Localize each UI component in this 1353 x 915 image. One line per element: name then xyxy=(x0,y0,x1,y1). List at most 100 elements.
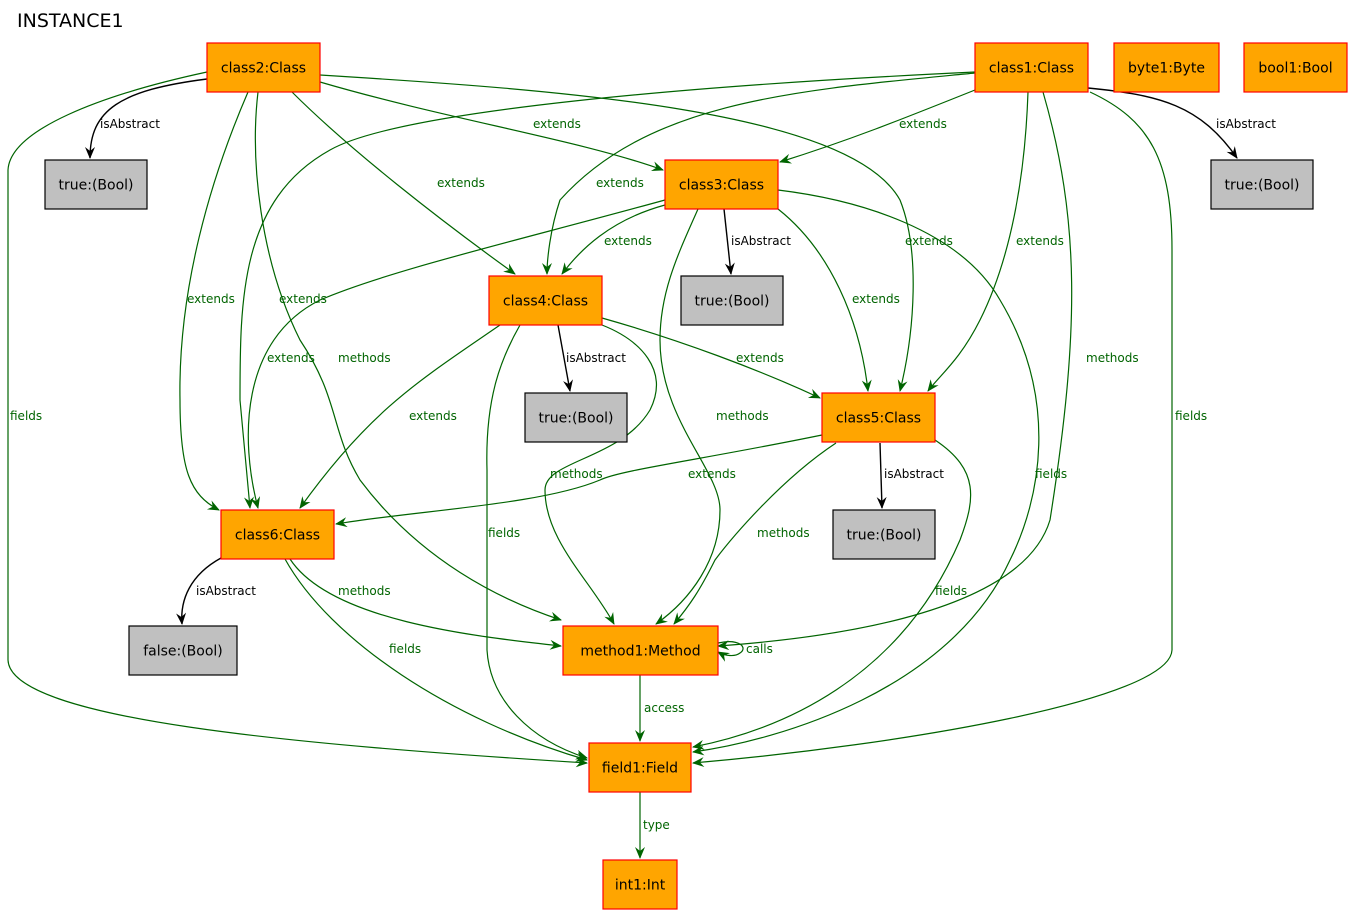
edge-class6-fields-field1 xyxy=(284,558,588,762)
node-box-class5 xyxy=(821,392,936,443)
edge-class2-extends-class5 xyxy=(319,74,914,392)
edge-label-class4-fields-field1: fields xyxy=(488,526,520,540)
node-class6: class6:Class xyxy=(220,509,335,560)
edge-label-class6-methods-method1: methods xyxy=(338,584,391,598)
edge-class5-isAbstract-v_c5 xyxy=(876,442,887,509)
node-label-class5: class5:Class xyxy=(836,411,921,427)
edge-label-method1-access-field1: access xyxy=(644,701,684,715)
node-box-byte1 xyxy=(1113,42,1220,93)
edge-class1-isAbstract-v_c1 xyxy=(1087,87,1238,159)
edge-class4-extends-class5 xyxy=(601,317,821,399)
edge-label-class4-isAbstract-v_c4: isAbstract xyxy=(566,351,626,365)
node-v_c6: false:(Bool) xyxy=(128,625,238,676)
node-box-class3 xyxy=(664,159,779,210)
node-box-method1 xyxy=(562,625,719,676)
edge-label-class2-extends-class6: extends xyxy=(187,292,235,306)
edge-label-class1-isAbstract-v_c1: isAbstract xyxy=(1216,117,1276,131)
node-label-class1: class1:Class xyxy=(989,61,1074,77)
edge-class4-isAbstract-v_c4 xyxy=(557,324,573,392)
node-label-class2: class2:Class xyxy=(221,61,306,77)
node-label-v_c6: false:(Bool) xyxy=(143,644,223,660)
node-box-v_c2 xyxy=(44,159,148,210)
node-label-v_c3: true:(Bool) xyxy=(695,294,770,310)
edge-label-class5-fields-field1: fields xyxy=(935,584,967,598)
node-box-class6 xyxy=(220,509,335,560)
edge-label-class3-methods-method1: methods xyxy=(716,409,769,423)
node-label-int1: int1:Int xyxy=(615,878,666,894)
node-box-field1 xyxy=(588,742,692,793)
node-class5: class5:Class xyxy=(821,392,936,443)
edge-label-class3-fields-field1: fields xyxy=(1035,467,1067,481)
edge-label-class2-fields-field1: fields xyxy=(10,409,42,423)
edge-class4-methods-method1 xyxy=(544,324,657,625)
node-v_c2: true:(Bool) xyxy=(44,159,148,210)
edge-label-class1-fields-field1: fields xyxy=(1175,409,1207,423)
node-box-class4 xyxy=(488,275,603,326)
node-label-byte1: byte1:Byte xyxy=(1128,61,1205,77)
edge-class4-fields-field1 xyxy=(486,324,588,760)
node-box-v_c3 xyxy=(680,275,784,326)
node-class4: class4:Class xyxy=(488,275,603,326)
node-class1: class1:Class xyxy=(974,42,1089,93)
node-label-method1: method1:Method xyxy=(580,644,700,660)
edge-class3-isAbstract-v_c3 xyxy=(723,208,735,275)
edge-label-class1-methods-method1: methods xyxy=(1086,351,1139,365)
edge-class2-extends-class4 xyxy=(291,91,516,275)
edge-label-class6-fields-field1: fields xyxy=(389,642,421,656)
node-byte1: byte1:Byte xyxy=(1113,42,1220,93)
edge-class2-methods-method1 xyxy=(254,91,562,622)
edge-class5-fields-field1 xyxy=(692,439,972,750)
edge-label-class3-isAbstract-v_c3: isAbstract xyxy=(731,234,791,248)
edge-label-class1-extends-class6: extends xyxy=(279,292,327,306)
node-label-bool1: bool1:Bool xyxy=(1258,61,1332,77)
edge-method1-calls-method1 xyxy=(717,641,744,662)
node-box-class1 xyxy=(974,42,1089,93)
edge-label-class1-extends-class3: extends xyxy=(899,117,947,131)
edge-label-class4-extends-class6: extends xyxy=(409,409,457,423)
node-box-v_c5 xyxy=(832,509,936,560)
node-box-class2 xyxy=(206,42,321,93)
node-label-v_c5: true:(Bool) xyxy=(847,528,922,544)
node-label-class6: class6:Class xyxy=(235,528,320,544)
node-v_c5: true:(Bool) xyxy=(832,509,936,560)
edge-label-class3-extends-class6: extends xyxy=(267,351,315,365)
node-label-v_c4: true:(Bool) xyxy=(539,411,614,427)
edge-class3-fields-field1 xyxy=(692,189,1040,756)
edge-class2-extends-class3 xyxy=(319,81,664,171)
node-field1: field1:Field xyxy=(588,742,692,793)
edge-label-class1-extends-class5: extends xyxy=(1016,234,1064,248)
node-box-bool1 xyxy=(1243,42,1348,93)
node-class2: class2:Class xyxy=(206,42,321,93)
edge-class1-extends-class5 xyxy=(927,91,1029,392)
node-label-class3: class3:Class xyxy=(679,178,764,194)
edge-class6-methods-method1 xyxy=(289,558,562,650)
node-int1: int1:Int xyxy=(602,859,678,910)
edge-class4-extends-class6 xyxy=(299,324,501,509)
edge-label-class6-isAbstract-v_c6: isAbstract xyxy=(196,584,256,598)
edge-label-class3-extends-class5: extends xyxy=(852,292,900,306)
edge-class5-methods-method1 xyxy=(673,442,837,625)
edge-class2-extends-class6 xyxy=(179,91,249,511)
node-label-v_c2: true:(Bool) xyxy=(59,178,134,194)
edge-label-method1-calls-method1: calls xyxy=(746,642,773,656)
edge-label-class4-methods-method1: methods xyxy=(550,467,603,481)
node-box-v_c1 xyxy=(1210,159,1314,210)
edge-class6-isAbstract-v_c6 xyxy=(176,557,222,625)
diagram-title: INSTANCE1 xyxy=(17,10,124,32)
edge-class3-extends-class4 xyxy=(561,204,666,275)
edge-label-class3-extends-class4: extends xyxy=(604,234,652,248)
node-v_c1: true:(Bool) xyxy=(1210,159,1314,210)
edge-class3-extends-class5 xyxy=(777,208,872,392)
edge-label-class2-methods-method1: methods xyxy=(338,351,391,365)
edge-class1-extends-class3 xyxy=(779,89,976,164)
edge-class1-methods-method1 xyxy=(717,91,1073,651)
node-box-v_c4 xyxy=(524,392,628,443)
edge-label-class2-extends-class3: extends xyxy=(533,117,581,131)
node-box-int1 xyxy=(602,859,678,910)
edge-label-class1-extends-class4: extends xyxy=(596,176,644,190)
node-label-v_c1: true:(Bool) xyxy=(1225,178,1300,194)
node-box-v_c6 xyxy=(128,625,238,676)
edge-class3-extends-class6 xyxy=(247,199,666,509)
edge-class1-extends-class4 xyxy=(542,72,976,275)
